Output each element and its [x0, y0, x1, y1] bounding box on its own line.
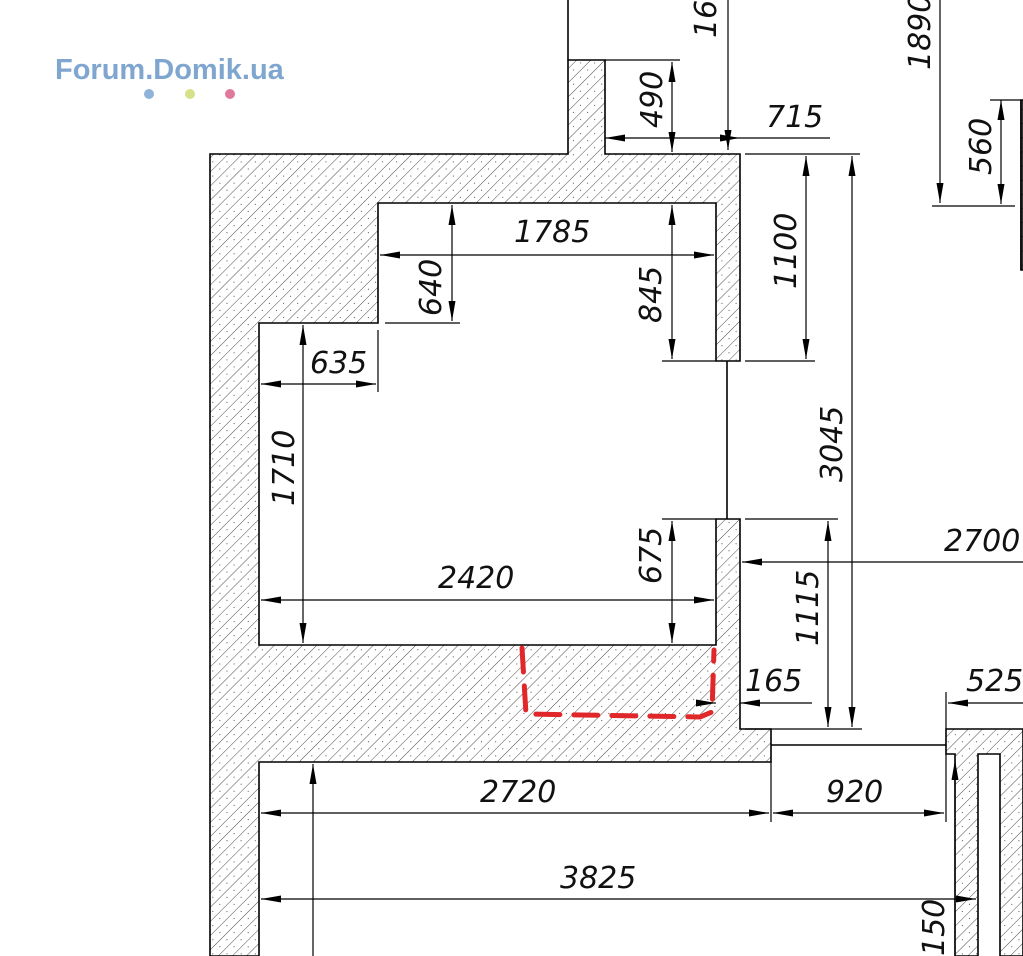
- dim-1710: 1710: [267, 430, 302, 506]
- dim-640: 640: [414, 259, 449, 316]
- logo-dot-yellow: [185, 89, 195, 99]
- dim-1100: 1100: [769, 213, 804, 289]
- dimension-labels: 161 1890 490 715 560 1785 640 845 1100 6…: [267, 0, 1023, 956]
- dim-2700: 2700: [944, 524, 1020, 559]
- dim-165: 165: [745, 664, 802, 699]
- dim-920: 920: [826, 775, 883, 810]
- dim-150: 150: [917, 899, 952, 956]
- dim-845: 845: [634, 266, 669, 323]
- logo-dot-pink: [225, 89, 235, 99]
- dim-1890: 1890: [903, 0, 938, 70]
- dimension-lines: [261, 0, 1023, 956]
- dim-1115: 1115: [791, 570, 826, 646]
- logo-dot-blue: [144, 89, 154, 99]
- logo: Forum.Domik.ua: [55, 54, 285, 99]
- dim-560: 560: [964, 118, 999, 175]
- markup-dashed-outline: [519, 645, 717, 720]
- dim-2720: 2720: [480, 775, 556, 810]
- dim-161: 161: [689, 0, 724, 38]
- dim-715: 715: [766, 100, 823, 135]
- logo-text: Forum.Domik.ua: [55, 54, 285, 86]
- dim-675: 675: [634, 527, 669, 584]
- dim-3045: 3045: [815, 406, 850, 482]
- main-wall: [209, 59, 772, 956]
- dim-1785: 1785: [514, 215, 590, 250]
- dim-525: 525: [966, 664, 1023, 699]
- dim-490: 490: [635, 71, 670, 128]
- dim-635: 635: [310, 346, 367, 381]
- dim-2420: 2420: [438, 561, 514, 596]
- right-wall-lower: [945, 728, 1023, 956]
- dim-3825: 3825: [560, 861, 636, 896]
